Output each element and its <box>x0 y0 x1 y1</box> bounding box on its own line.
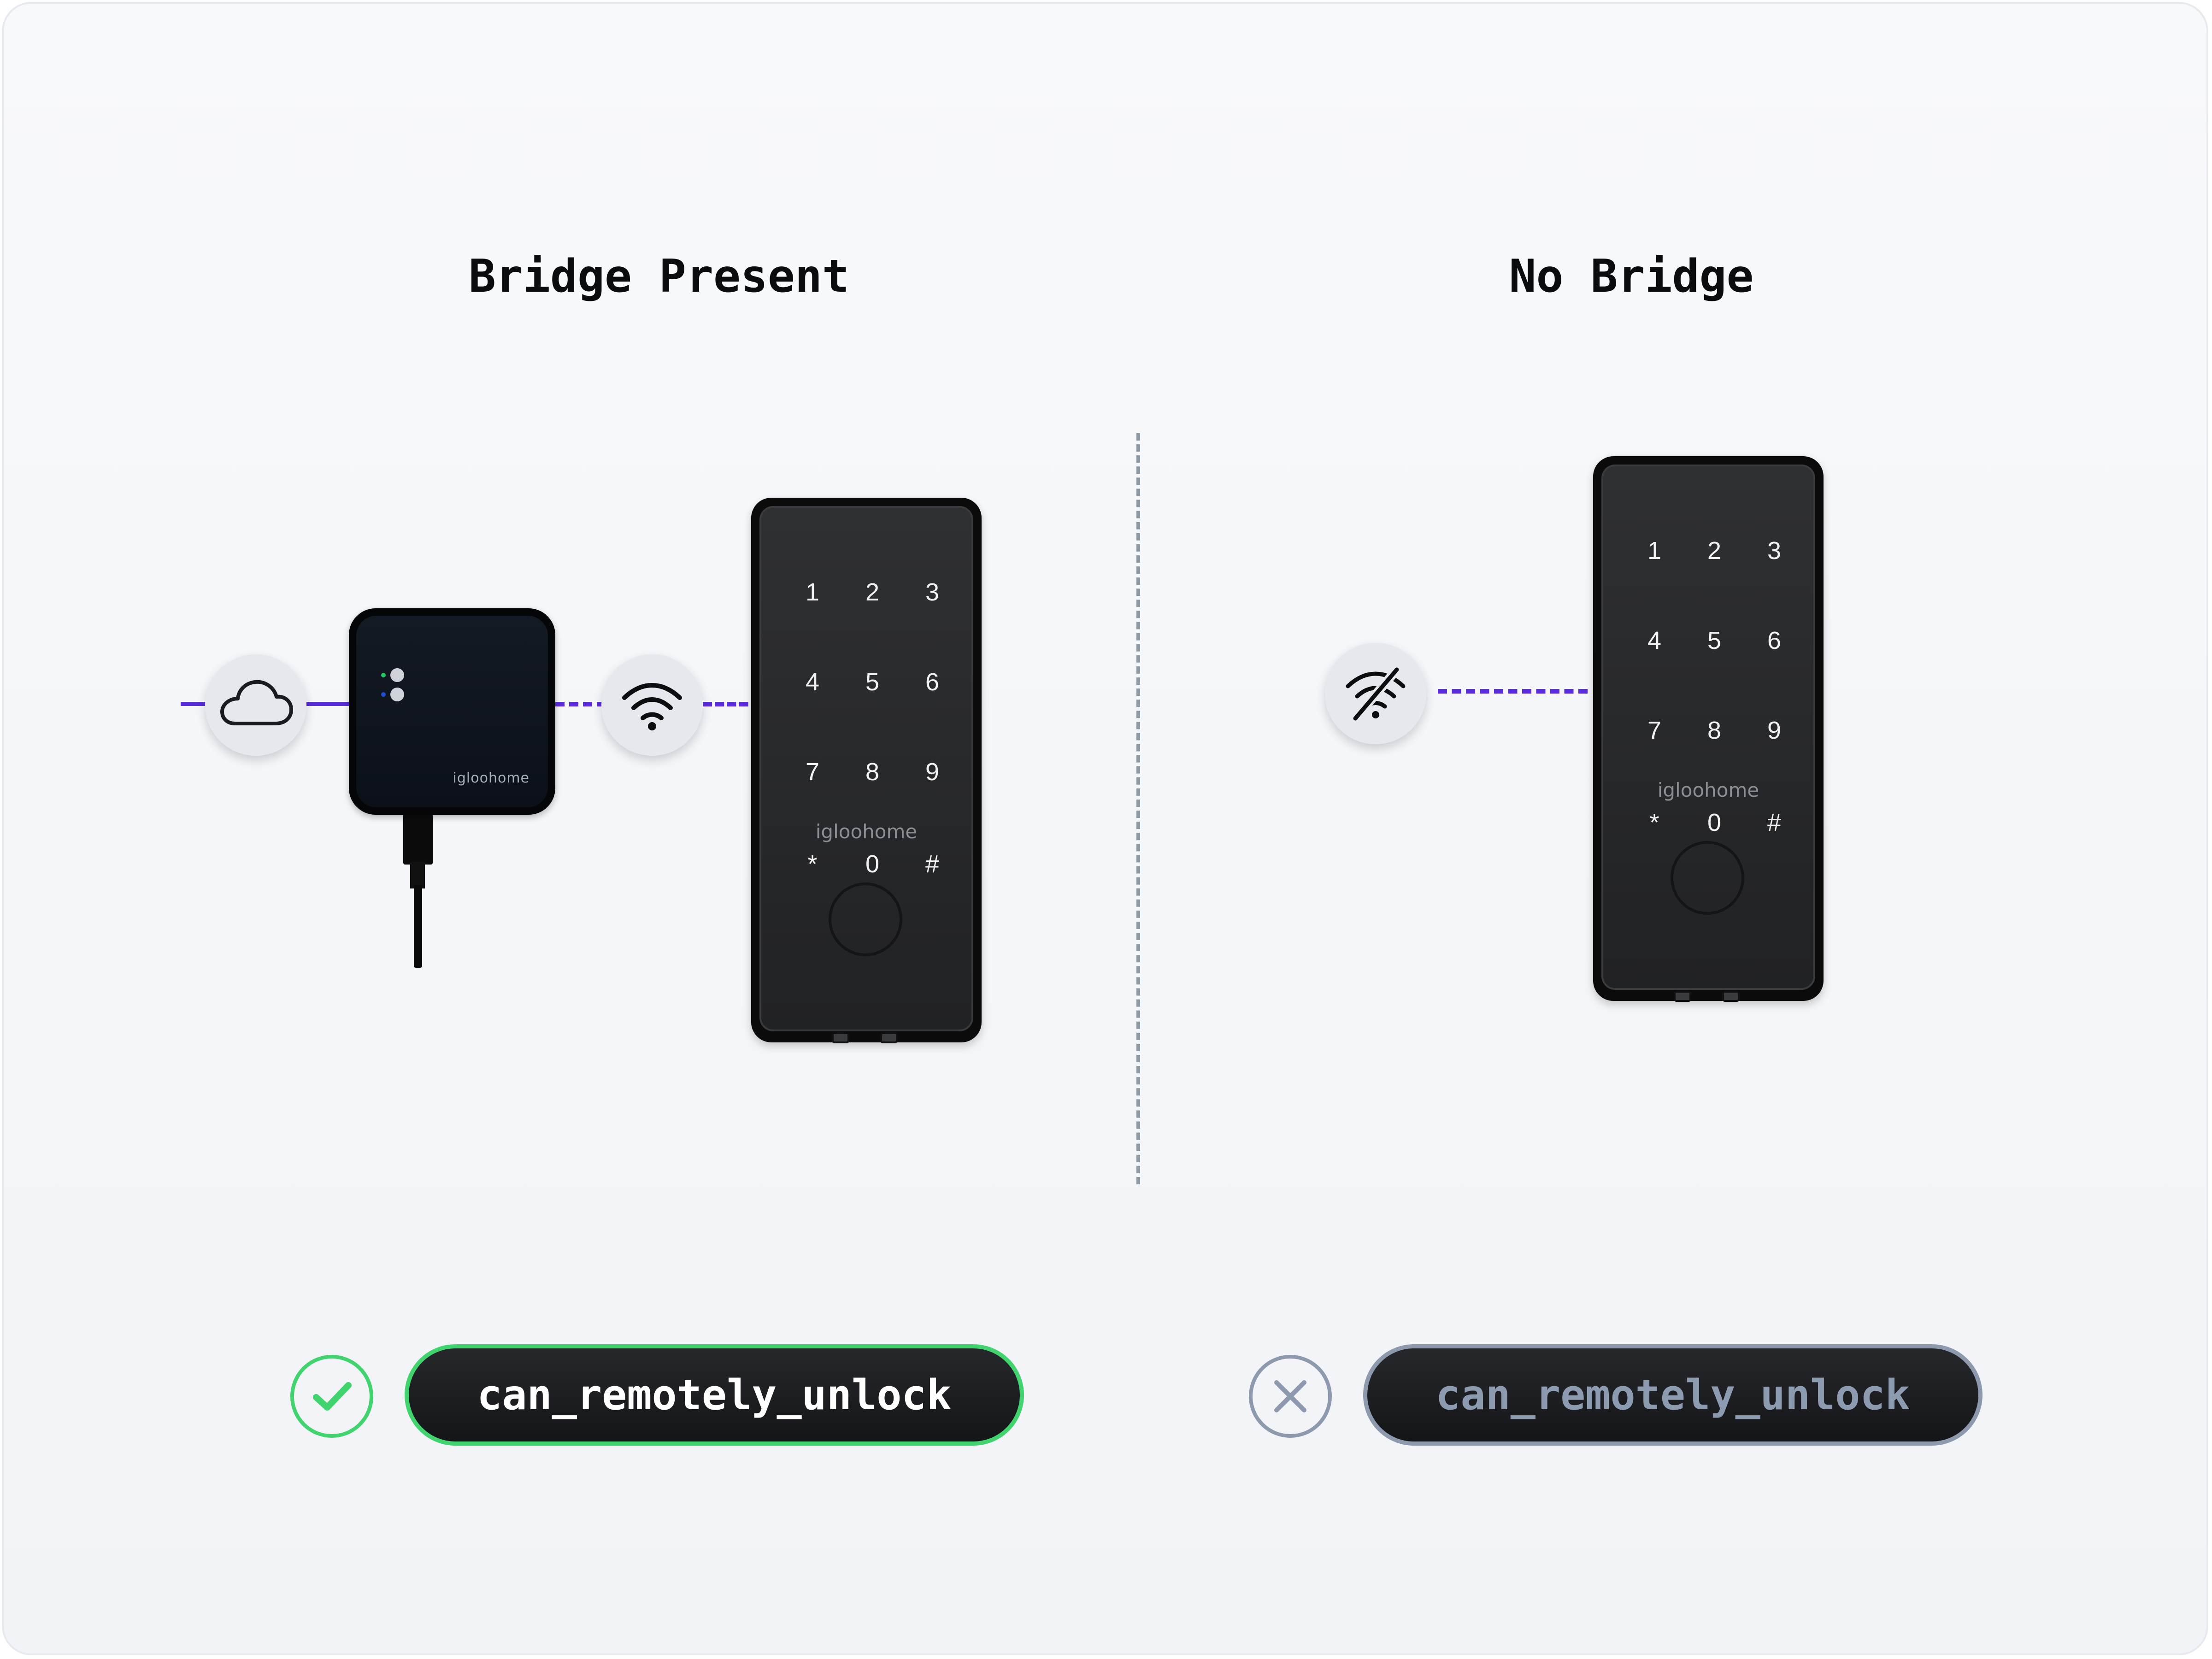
status-led-blue <box>381 692 386 697</box>
fingerprint-sensor <box>829 882 902 956</box>
keypad-key: 9 <box>925 758 940 786</box>
bridge-cable-neck <box>410 862 425 888</box>
wifi-off-icon <box>1346 666 1406 721</box>
connection-line-bridge-wifi <box>555 702 606 706</box>
keypad-key: 2 <box>865 578 880 606</box>
wifi-badge <box>601 654 703 756</box>
keypad-key: 5 <box>1707 627 1722 654</box>
heading-no-bridge: No Bridge <box>1509 250 1754 303</box>
lock-brand-label: igloohome <box>1657 779 1759 801</box>
keypad-key: 3 <box>1767 537 1782 565</box>
keypad-key: 3 <box>925 578 940 606</box>
keypad-key: 1 <box>805 578 820 606</box>
keypad-key: 6 <box>1767 627 1782 654</box>
bluetooth-indicator-icon <box>390 688 404 701</box>
bridge-brand-label: igloohome <box>453 770 529 786</box>
wifi-off-badge <box>1325 643 1426 744</box>
bridge-face <box>356 616 548 807</box>
keypad-key: 1 <box>1647 537 1662 565</box>
capability-pill-enabled: can_remotely_unlock <box>405 1344 1024 1446</box>
connection-line-wifi-lock <box>703 702 760 706</box>
keypad-key: 8 <box>865 758 880 786</box>
keypad-key: 6 <box>925 668 940 696</box>
cloud-badge <box>205 654 306 756</box>
keypad-key: 9 <box>1767 717 1782 744</box>
lock-foot <box>1674 991 1691 1002</box>
smart-lock-right: 1 2 3 4 5 6 7 8 9 igloohome * 0 # <box>1593 456 1824 1002</box>
keypad-key: 8 <box>1707 717 1722 744</box>
smart-lock-left: 1 2 3 4 5 6 7 8 9 igloohome * 0 # <box>751 498 982 1043</box>
lock-brand-label: igloohome <box>815 820 918 843</box>
keypad-key: * <box>1649 809 1659 836</box>
status-led-green <box>381 673 386 677</box>
bridge-cable <box>414 885 422 968</box>
keypad-key: # <box>925 850 940 878</box>
keypad-key: 4 <box>1647 627 1662 654</box>
fingerprint-sensor <box>1671 841 1744 915</box>
keypad-key: 7 <box>805 758 820 786</box>
section-divider <box>1136 433 1140 1184</box>
heading-bridge-present: Bridge Present <box>468 250 849 303</box>
cloud-icon <box>220 680 293 725</box>
bridge-device: igloohome <box>349 608 555 815</box>
keypad-key: 2 <box>1707 537 1722 565</box>
x-icon <box>1274 1380 1306 1412</box>
capability-pill-disabled: can_remotely_unlock <box>1363 1344 1983 1446</box>
lock-foot <box>880 1032 898 1043</box>
keypad-key: * <box>807 850 818 878</box>
lock-foot <box>1722 991 1740 1002</box>
check-icon <box>313 1382 352 1411</box>
status-disabled-badge <box>1249 1355 1332 1438</box>
keypad-key: 0 <box>1707 809 1722 836</box>
connection-line-left-stub <box>181 702 208 706</box>
wifi-icon <box>622 683 682 730</box>
bridge-cable-plug <box>403 814 433 865</box>
wifi-indicator-icon <box>390 668 404 682</box>
keypad-key: # <box>1767 809 1782 836</box>
lock-foot <box>832 1032 849 1043</box>
status-enabled-badge <box>290 1355 373 1438</box>
keypad-key: 5 <box>865 668 880 696</box>
keypad-key: 4 <box>805 668 820 696</box>
keypad-key: 0 <box>865 850 880 878</box>
connection-line-no-bridge <box>1438 689 1588 694</box>
keypad-key: 7 <box>1647 717 1662 744</box>
connection-line-cloud-bridge <box>304 702 355 706</box>
